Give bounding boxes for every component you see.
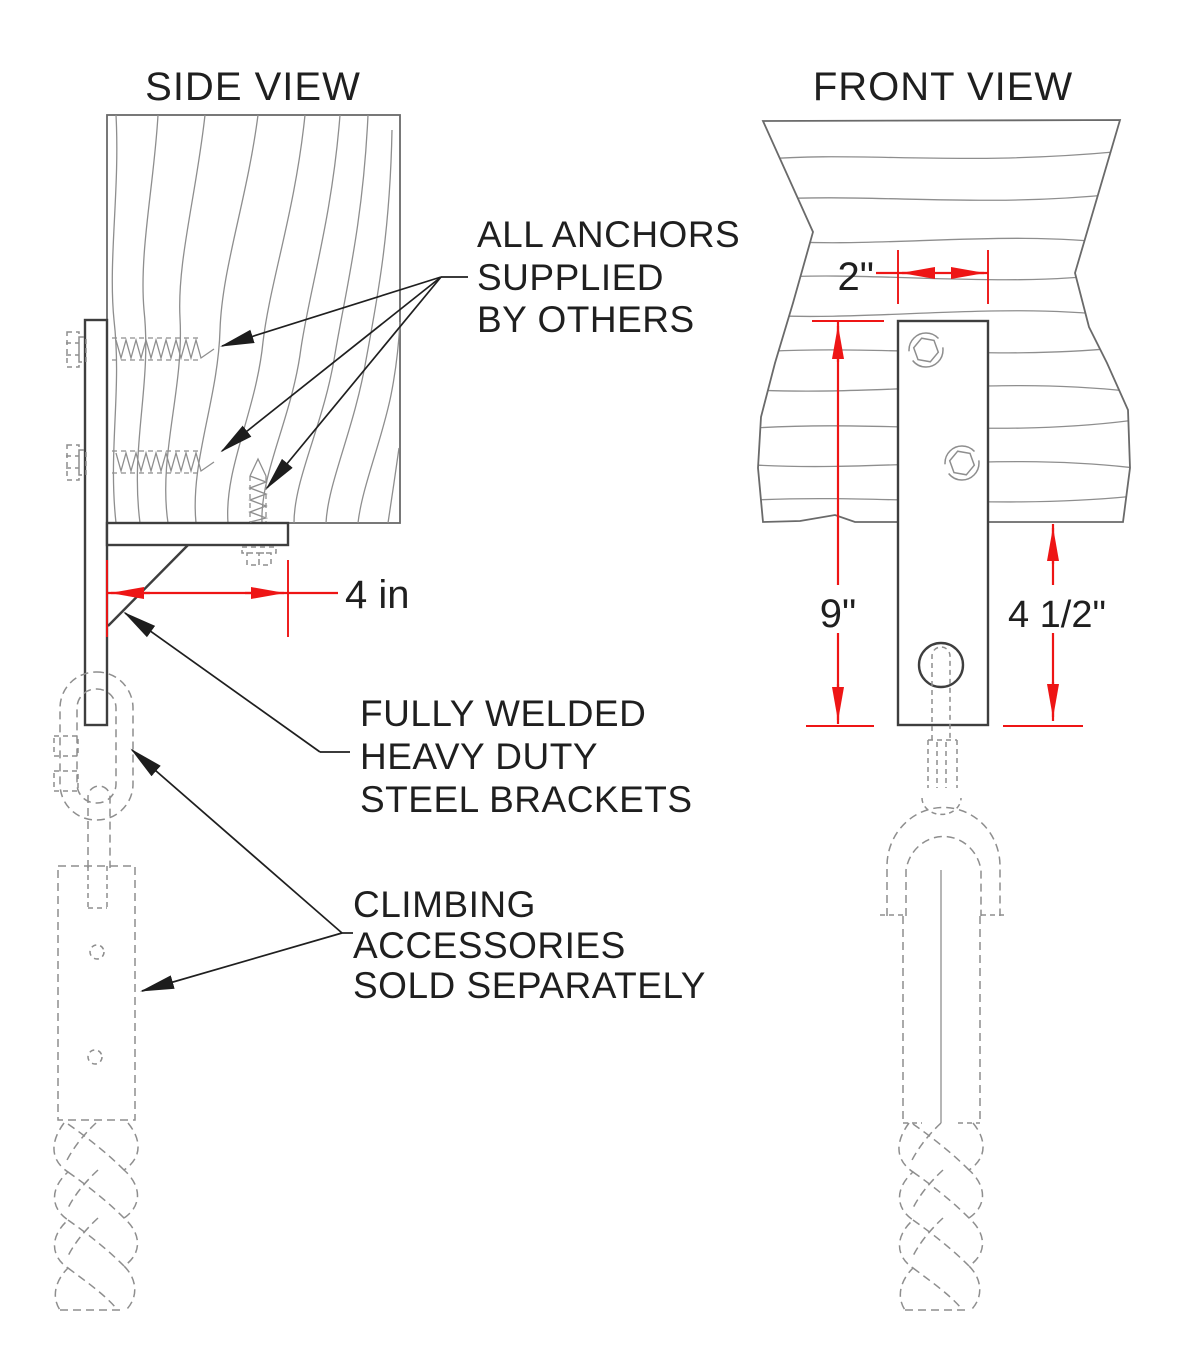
label-bracket: FULLY WELDED HEAVY DUTY STEEL BRACKETS	[360, 693, 693, 820]
hex-bolt-top	[908, 332, 944, 368]
label-accessories-line1: CLIMBING	[353, 884, 536, 925]
front-view: 2" 9" 4 1/2" FRONT VIEW	[757, 65, 1131, 1311]
leader-anchors	[220, 276, 468, 490]
label-anchors-line1: ALL ANCHORS	[477, 214, 740, 255]
hanger-strap	[87, 785, 111, 868]
gusset	[107, 544, 189, 627]
steel-bracket	[83, 318, 290, 727]
clevis-hanger	[880, 797, 1007, 1124]
lag-screw-top	[66, 331, 215, 368]
label-bracket-line3: STEEL BRACKETS	[360, 779, 693, 820]
dim-4half-text: 4 1/2"	[1008, 594, 1106, 636]
side-view: 4 in SIDE VIEW ALL ANCHORS SUPPLIED BY O…	[53, 65, 740, 1311]
chain-link-front	[927, 646, 958, 788]
base-plate	[105, 521, 290, 547]
label-accessories: CLIMBING ACCESSORIES SOLD SEPARATELY	[353, 884, 706, 1006]
dim-4in-text: 4 in	[345, 573, 410, 617]
hex-bolt-head	[66, 444, 87, 481]
dim-9in-text: 9"	[820, 592, 856, 636]
label-bracket-line2: HEAVY DUTY	[360, 736, 598, 777]
label-bracket-line1: FULLY WELDED	[360, 693, 646, 734]
vertical-plate	[83, 318, 109, 727]
anchor-bolt-head	[241, 546, 277, 566]
label-anchors: ALL ANCHORS SUPPLIED BY OTHERS	[477, 214, 740, 340]
dim-2in-text: 2"	[838, 255, 874, 299]
side-view-title: SIDE VIEW	[145, 65, 361, 109]
chain-link	[53, 671, 134, 821]
swing-hanger-body	[57, 865, 136, 1121]
label-anchors-line3: BY OTHERS	[477, 299, 695, 340]
lag-screw-middle	[66, 444, 215, 481]
front-view-title: FRONT VIEW	[813, 65, 1073, 109]
vertical-anchor-screw	[241, 457, 277, 566]
label-accessories-line3: SOLD SEPARATELY	[353, 965, 706, 1006]
leader-accessories	[130, 748, 353, 992]
leader-bracket	[123, 611, 350, 753]
rope-side	[53, 1122, 139, 1311]
rope-front	[898, 1122, 984, 1311]
wood-beam	[106, 114, 401, 524]
shackle-hole	[917, 641, 965, 689]
dimension-4half-in: 4 1/2"	[1003, 524, 1106, 727]
hex-bolt-bottom	[944, 445, 980, 481]
hex-bolt-head	[66, 331, 87, 368]
label-accessories-line2: ACCESSORIES	[353, 925, 626, 966]
bracket-plate-front	[896, 319, 990, 727]
dimension-2in: 2"	[838, 250, 989, 304]
dimension-4in: 4 in	[106, 560, 410, 637]
dimension-9in: 9"	[806, 320, 884, 727]
label-anchors-line2: SUPPLIED	[477, 257, 664, 298]
